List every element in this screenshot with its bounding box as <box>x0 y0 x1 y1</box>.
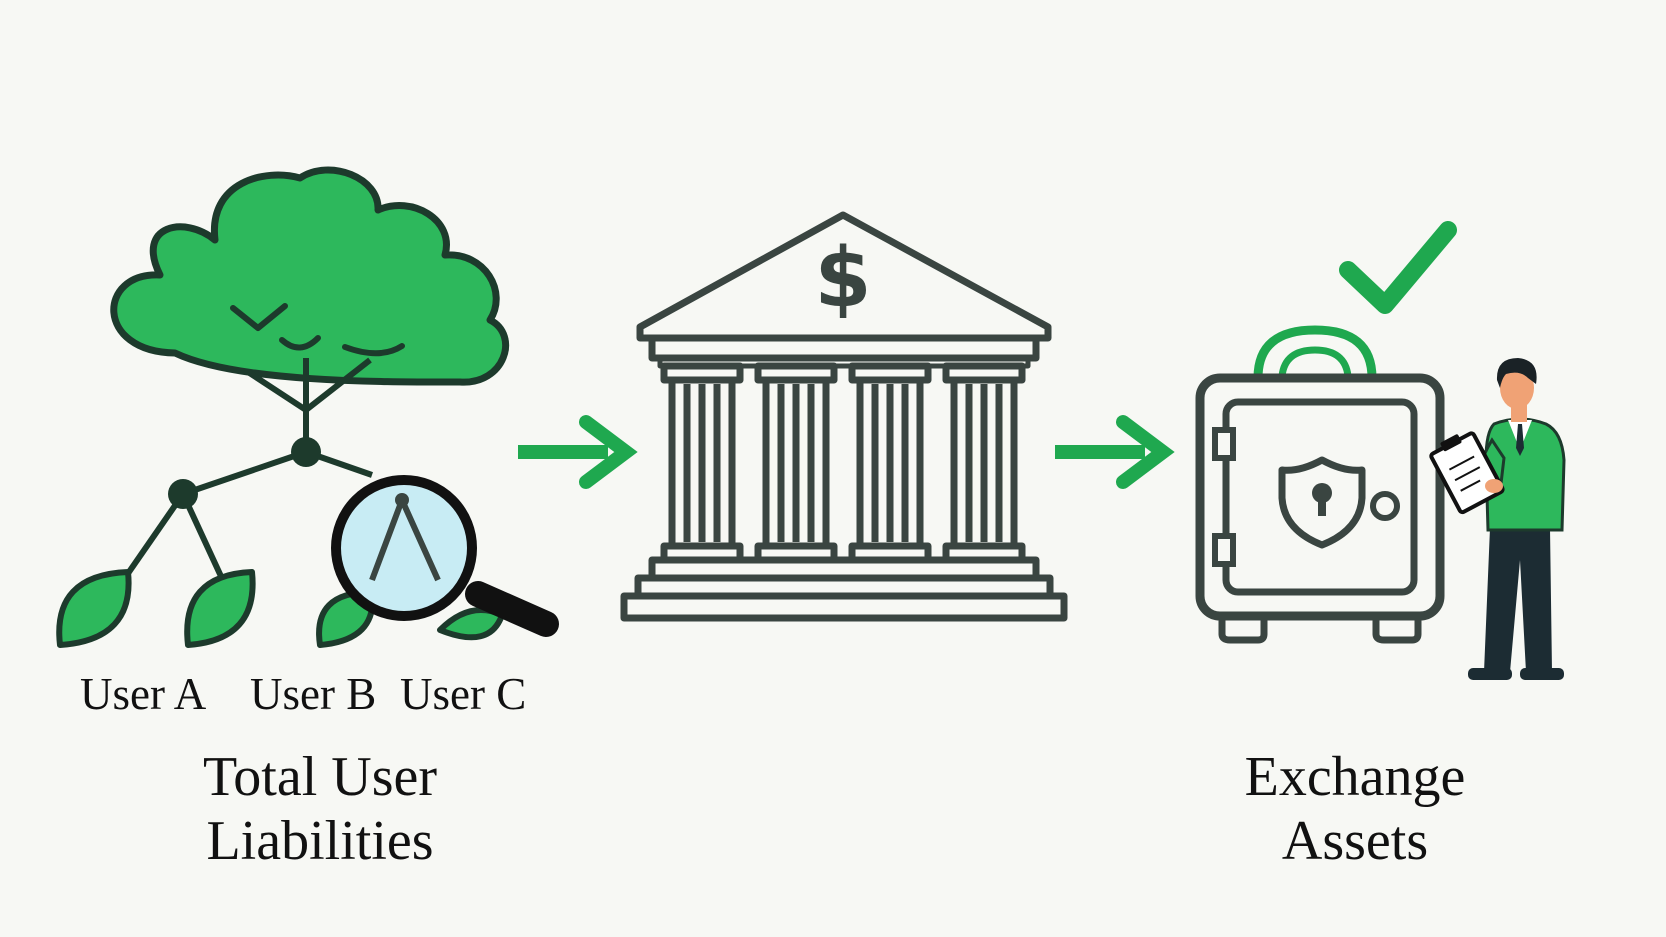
caption-assets-line-1: Exchange <box>1244 746 1466 808</box>
clipboard-icon <box>1429 431 1505 515</box>
arrow-right-icon-2 <box>1055 415 1175 489</box>
caption-total-user-liabilities: Total User Liabilities <box>175 745 465 873</box>
tree-canopy <box>110 166 510 386</box>
leaf-user-a <box>56 569 132 648</box>
bank-building-icon: $ <box>620 211 1068 622</box>
leaf-user-b <box>184 569 256 648</box>
label-user-c: User C <box>400 669 527 719</box>
caption-assets-line-2: Assets <box>1281 810 1429 872</box>
caption-exchange-assets: Exchange Assets <box>1215 745 1495 873</box>
magnifier-icon <box>331 475 559 637</box>
label-user-a: User A <box>80 669 207 719</box>
auditor-person-icon <box>1429 358 1566 680</box>
caption-liabilities-line-1: Total User <box>202 746 437 808</box>
bank-columns <box>660 362 1026 564</box>
caption-liabilities-line-2: Liabilities <box>206 810 434 872</box>
bank-dollar-sign: $ <box>814 231 871 326</box>
arrow-right-icon <box>518 415 638 489</box>
safe-vault-icon <box>1195 325 1445 644</box>
shield-lock-icon <box>1278 456 1366 549</box>
label-user-b: User B <box>250 669 377 719</box>
checkmark-icon <box>1339 221 1457 314</box>
vault-dial-icon <box>1370 491 1400 521</box>
